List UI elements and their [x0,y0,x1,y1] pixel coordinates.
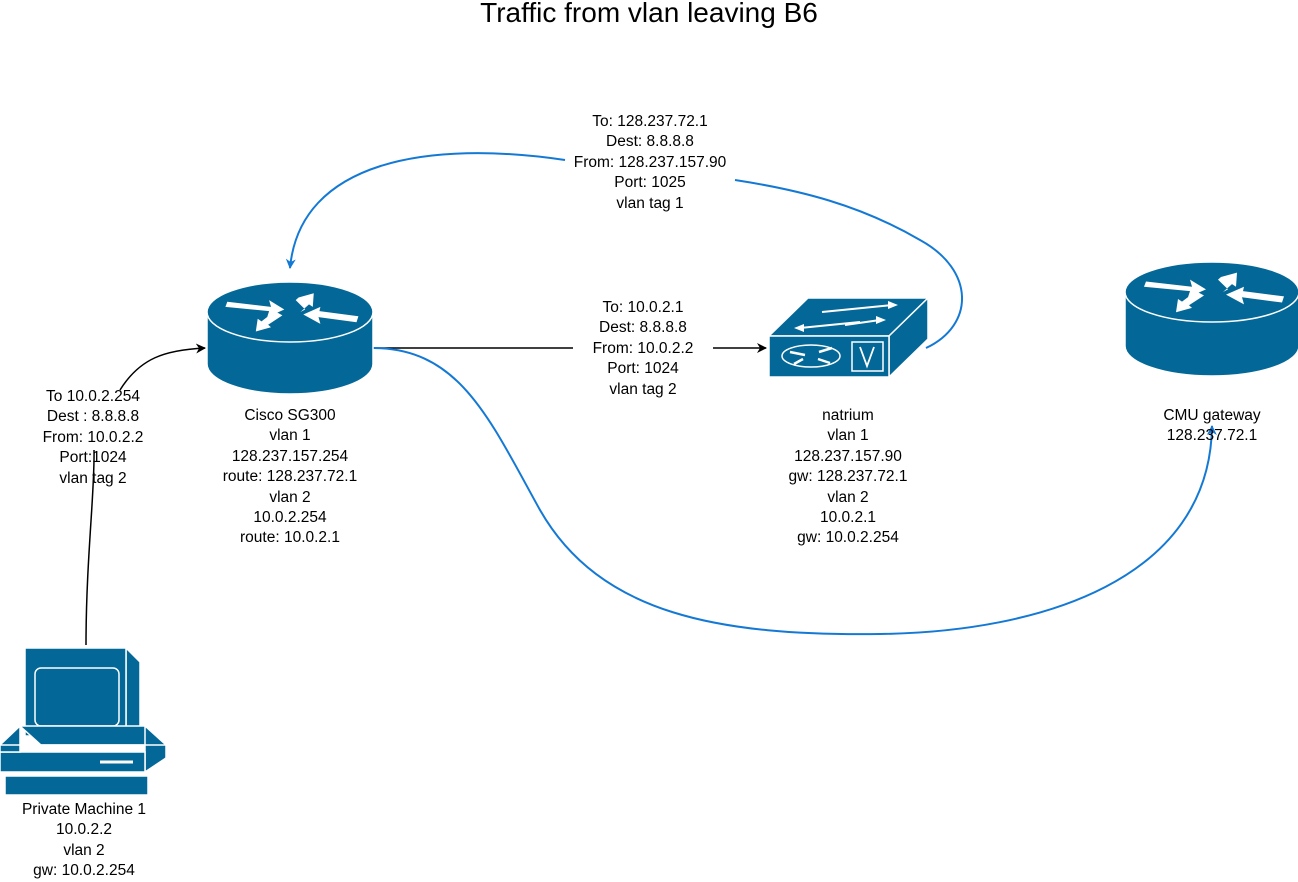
label-line: gw: 128.237.72.1 [788,468,908,486]
link-cisco-to-gateway [372,347,1217,636]
label-line: vlan 1 [269,427,311,445]
router-icon[interactable] [206,281,374,395]
label-line: natrium [822,407,874,424]
label-line: 10.0.2.254 [253,509,327,527]
diagram-title: Traffic from vlan leaving B6 [480,0,818,28]
label-line: To: 10.0.2.1 [602,299,684,316]
label-line: Port: 1025 [614,174,686,192]
link-natrium-to-cisco-arrow [285,152,566,269]
label-line: gw: 10.0.2.254 [797,529,899,547]
workstation-icon[interactable] [0,646,168,796]
label-line: To: 128.237.72.1 [592,113,708,130]
label-line: From: 10.0.2.2 [573,338,713,360]
label-line: 10.0.2.1 [819,509,877,527]
label-line: 128.237.157.90 [794,447,902,465]
packet-label-natrium-to-cisco: To: 128.237.72.1 Dest: 8.8.8.8 From: 128… [565,112,735,214]
label-line: Dest : 8.8.8.8 [46,408,140,426]
label-line: From: 10.0.2.2 [42,428,144,446]
label-line: route: 128.237.72.1 [222,468,358,486]
device-label-gateway: CMU gateway 128.237.72.1 [1142,406,1282,447]
router-icon[interactable] [1124,261,1298,377]
label-line: Port:1024 [59,449,127,467]
label-line: Cisco SG300 [244,407,336,424]
label-line: Private Machine 1 [21,801,147,818]
label-line: Port: 1024 [607,360,679,378]
label-line: 128.237.72.1 [1166,427,1258,445]
layer3-switch-icon[interactable] [767,296,930,379]
label-line: vlan 2 [269,488,311,506]
label-line: vlan tag 2 [59,469,127,487]
link-natrium-to-cisco [734,179,963,349]
link-pc-to-cisco [85,449,95,646]
label-line: From: 128.237.157.90 [573,153,727,171]
label-line: vlan 2 [63,841,105,859]
label-line: CMU gateway [1163,407,1261,424]
link-pc-to-cisco-arrow [119,343,206,391]
label-line: 128.237.157.254 [231,447,349,465]
label-line: vlan tag 2 [609,380,677,398]
label-line: Dest: 8.8.8.8 [606,133,694,151]
device-label-cisco: Cisco SG300 vlan 1 128.237.157.254 route… [210,406,370,549]
label-line: gw: 10.0.2.254 [33,862,135,880]
label-line: 10.0.2.2 [55,821,113,839]
label-line: To 10.0.2.254 [46,388,140,405]
packet-label-cisco-to-natrium: To: 10.0.2.1 Dest: 8.8.8.8 From: 10.0.2.… [573,298,713,400]
packet-label-pc-to-cisco: To 10.0.2.254 Dest : 8.8.8.8 From: 10.0.… [38,387,148,489]
device-label-natrium: natrium vlan 1 128.237.157.90 gw: 128.23… [773,406,923,549]
label-line: vlan tag 1 [616,194,684,212]
label-line: Dest: 8.8.8.8 [599,319,687,337]
label-line: route: 10.0.2.1 [240,529,340,547]
label-line: vlan 1 [827,427,869,445]
label-line: vlan 2 [827,488,869,506]
device-label-pc: Private Machine 1 10.0.2.2 vlan 2 gw: 10… [4,800,164,882]
